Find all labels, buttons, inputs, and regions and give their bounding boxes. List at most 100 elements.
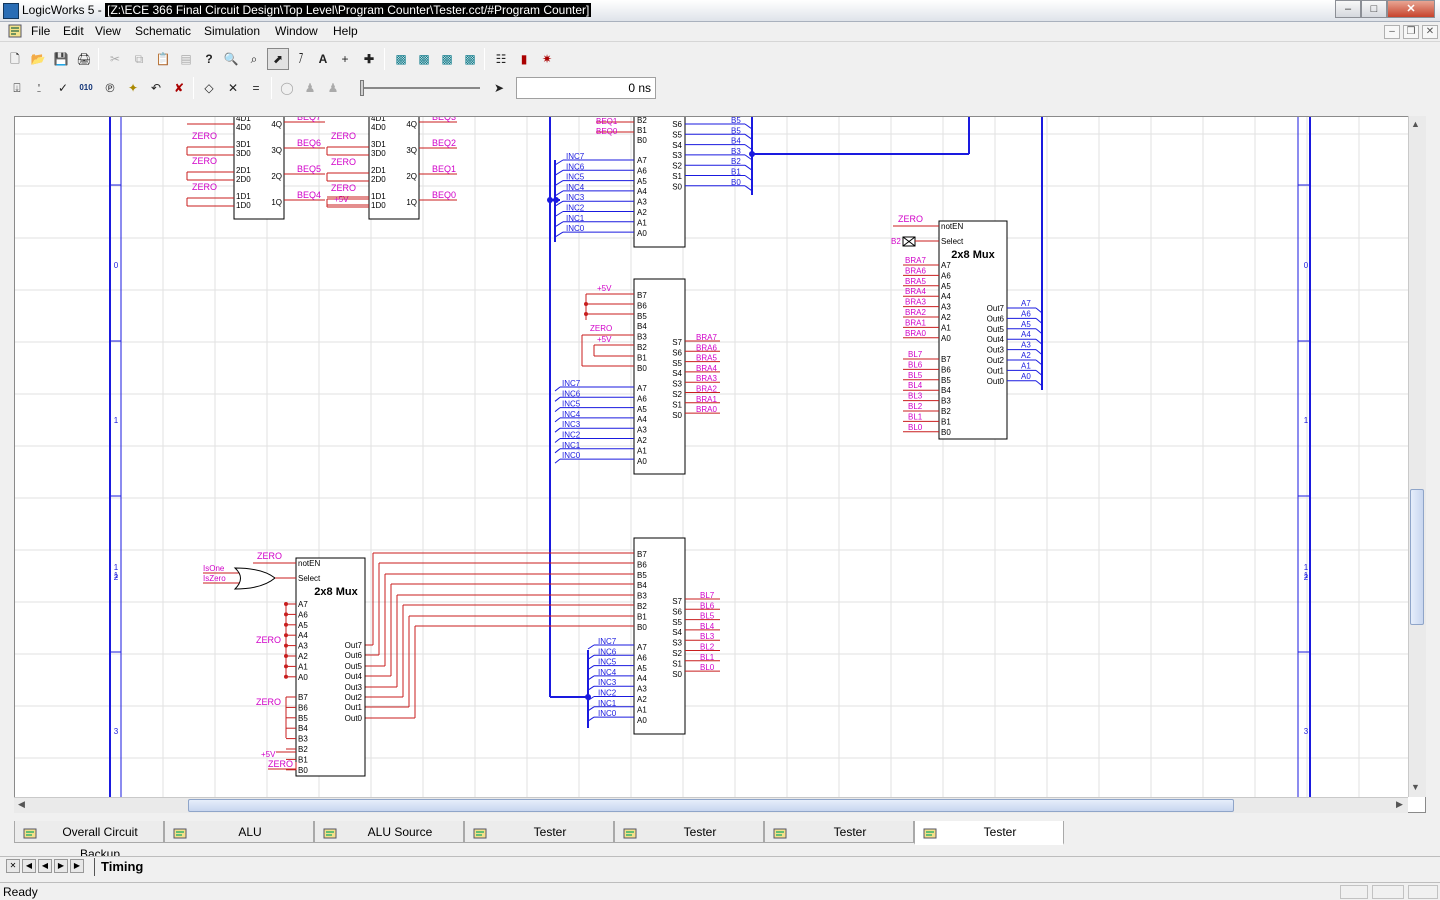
scroll-up-icon[interactable]: ▲ [1411, 119, 1420, 129]
pin-label: Select [298, 574, 321, 583]
scroll-right-icon[interactable]: ▶ [1396, 799, 1403, 809]
help-icon[interactable]: ? [205, 52, 213, 66]
vertical-scroll-thumb[interactable] [1410, 489, 1424, 625]
horizontal-scroll-thumb[interactable] [188, 799, 1234, 812]
device-parts-icon[interactable]: ▩ [418, 52, 430, 66]
x-value-icon[interactable]: ✕ [227, 81, 239, 95]
probe-icon[interactable]: ✓ [57, 81, 69, 95]
junction-dot [584, 302, 588, 306]
last-sheet-icon[interactable]: ▶ [70, 859, 84, 873]
maximize-button[interactable]: □ [1361, 0, 1387, 18]
pin-label: Out4 [345, 672, 363, 681]
menu-simulation[interactable]: Simulation [204, 24, 261, 38]
menu-file[interactable]: File [31, 24, 51, 38]
cut-icon[interactable]: ✂ [109, 52, 121, 66]
menu-view[interactable]: View [95, 24, 121, 38]
paste-icon[interactable]: 📋 [155, 52, 171, 66]
net-label: BEQ2 [432, 138, 456, 148]
pin-label: Out6 [987, 314, 1005, 323]
undo-icon[interactable]: ↶ [150, 81, 162, 95]
menu-edit[interactable]: Edit [63, 24, 84, 38]
equal-icon[interactable]: = [252, 81, 260, 95]
speed-slider-track[interactable] [360, 87, 480, 89]
pin-label: S4 [672, 141, 682, 150]
bus-label: INC0 [598, 709, 617, 718]
next-sheet-icon[interactable]: ▶ [54, 859, 68, 873]
delete-icon[interactable]: ✘ [173, 81, 185, 95]
stop-icon[interactable]: ◯ [280, 81, 294, 95]
crosshair-tool-icon[interactable]: + [341, 52, 349, 66]
pointer-tool-icon[interactable]: ⬈ [267, 48, 289, 70]
device-library-icon[interactable]: ▩ [395, 52, 407, 66]
pin-label: S3 [672, 380, 682, 389]
probe-tool-icon[interactable]: ✚ [363, 52, 375, 66]
menu-window[interactable]: Window [275, 24, 318, 38]
scroll-left-icon[interactable]: ◀ [18, 799, 25, 809]
walk-icon[interactable]: ♟ [304, 81, 316, 95]
sim-run-icon[interactable]: ⍘ [35, 81, 43, 95]
pin-label: B5 [298, 714, 308, 723]
save-icon[interactable]: 💾 [53, 52, 69, 66]
speed-slider-thumb[interactable] [360, 80, 364, 96]
timing-tab[interactable]: Timing [94, 858, 149, 876]
speed-icon[interactable]: ➤ [493, 81, 505, 95]
net-label: ZERO [257, 551, 282, 561]
window-title: LogicWorks 5 - [Z:\ECE 366 Final Circuit… [22, 3, 592, 17]
first-sheet-icon[interactable]: ◀ [22, 859, 36, 873]
sim-step-icon[interactable]: ⍗ [13, 81, 21, 95]
vertical-scrollbar[interactable] [1408, 116, 1426, 797]
prev-sheet-icon[interactable]: ◀ [38, 859, 52, 873]
print-icon[interactable]: 🖨 [76, 52, 92, 66]
bus-tap [744, 133, 753, 140]
device-palette-icon[interactable]: ▩ [441, 52, 453, 66]
tab-overall-circuit-backup[interactable]: Overall Circuit Backup [14, 821, 164, 861]
tab-tester-4[interactable]: Tester [914, 821, 1064, 845]
diamond-icon[interactable]: ◇ [204, 81, 214, 95]
duplicate-icon[interactable]: ▤ [180, 52, 192, 66]
binary-icon[interactable]: 010 [79, 83, 93, 92]
star-icon[interactable]: ✦ [127, 81, 139, 95]
close-button[interactable]: ✕ [1387, 0, 1435, 18]
pin-label: 2D1 [371, 166, 386, 175]
pin-label: A2 [637, 436, 647, 445]
tab-tester-1[interactable]: Tester [464, 821, 614, 843]
zoom-icon[interactable]: 🔍 [223, 52, 239, 66]
zoom-help-icon[interactable]: ⌕ [250, 52, 258, 66]
open-icon[interactable]: 📂 [30, 52, 46, 66]
menu-schematic[interactable]: Schematic [135, 24, 192, 38]
run-person-icon[interactable]: ♟ [327, 81, 339, 95]
net-label: ZERO [590, 324, 612, 333]
new-icon[interactable]: 🗋 [10, 52, 20, 66]
text-tool-icon[interactable]: A [318, 52, 328, 66]
network-icon[interactable]: ✷ [541, 52, 553, 66]
tab-alu-source[interactable]: ALU Source [314, 821, 464, 843]
document-icon[interactable] [8, 24, 22, 38]
tab-tester-3[interactable]: Tester [764, 821, 914, 843]
wire-tool-icon[interactable]: ⧶ [299, 52, 303, 66]
bus-tap [744, 144, 753, 151]
pin-label: A2 [298, 652, 308, 661]
menu-help[interactable]: Help [333, 24, 358, 38]
tab-tester-2[interactable]: Tester [614, 821, 764, 843]
tab-alu[interactable]: ALU [164, 821, 314, 843]
pin-label: S3 [672, 151, 682, 160]
close-timing-icon[interactable]: ✕ [6, 859, 20, 873]
scroll-down-icon[interactable]: ▼ [1411, 782, 1420, 792]
device-browse-icon[interactable]: ▩ [464, 52, 476, 66]
minimize-button[interactable]: – [1335, 0, 1361, 18]
timing-chart-icon[interactable]: ▮ [520, 52, 528, 66]
net-label: IsZero [203, 574, 226, 583]
clock-icon[interactable]: ℗ [105, 81, 115, 95]
bus-tap [744, 164, 753, 171]
bus-label: A1 [1021, 361, 1031, 370]
pin-label: B5 [941, 376, 951, 385]
pin-label: Out3 [345, 683, 363, 692]
copy-icon[interactable]: ⧉ [134, 52, 144, 66]
mdi-close-button[interactable]: ✕ [1422, 25, 1438, 39]
mdi-restore-button[interactable]: ❐ [1403, 25, 1419, 39]
mdi-minimize-button[interactable]: – [1384, 25, 1400, 39]
chip-icon[interactable]: ☷ [495, 52, 507, 66]
bus-label: B5 [731, 117, 741, 125]
